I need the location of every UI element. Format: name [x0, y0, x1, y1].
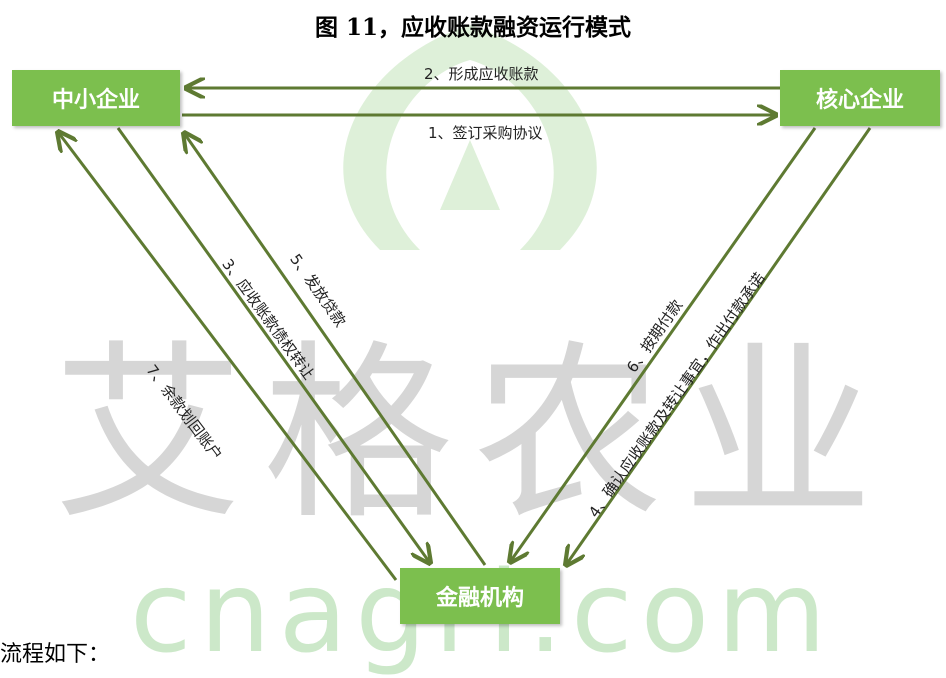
- arrow-6: [510, 127, 817, 562]
- flow-arrows: [0, 0, 872, 581]
- arrow-4: [566, 127, 872, 565]
- footer-text: 流程如下：: [0, 642, 111, 667]
- node-sme: 中小企业: [12, 70, 180, 126]
- page-title: 图 11，应收账款融资运行模式: [314, 14, 631, 41]
- arrow-7: [58, 132, 398, 581]
- edge-label-1: 1、签订采购协议: [428, 124, 543, 142]
- edge-label-2: 2、形成应收账款: [424, 65, 539, 83]
- arrow-5: [184, 133, 487, 566]
- node-core-enterprise: 核心企业: [780, 70, 940, 126]
- node-financial-institution: 金融机构: [400, 568, 560, 624]
- arrow-3: [116, 127, 430, 563]
